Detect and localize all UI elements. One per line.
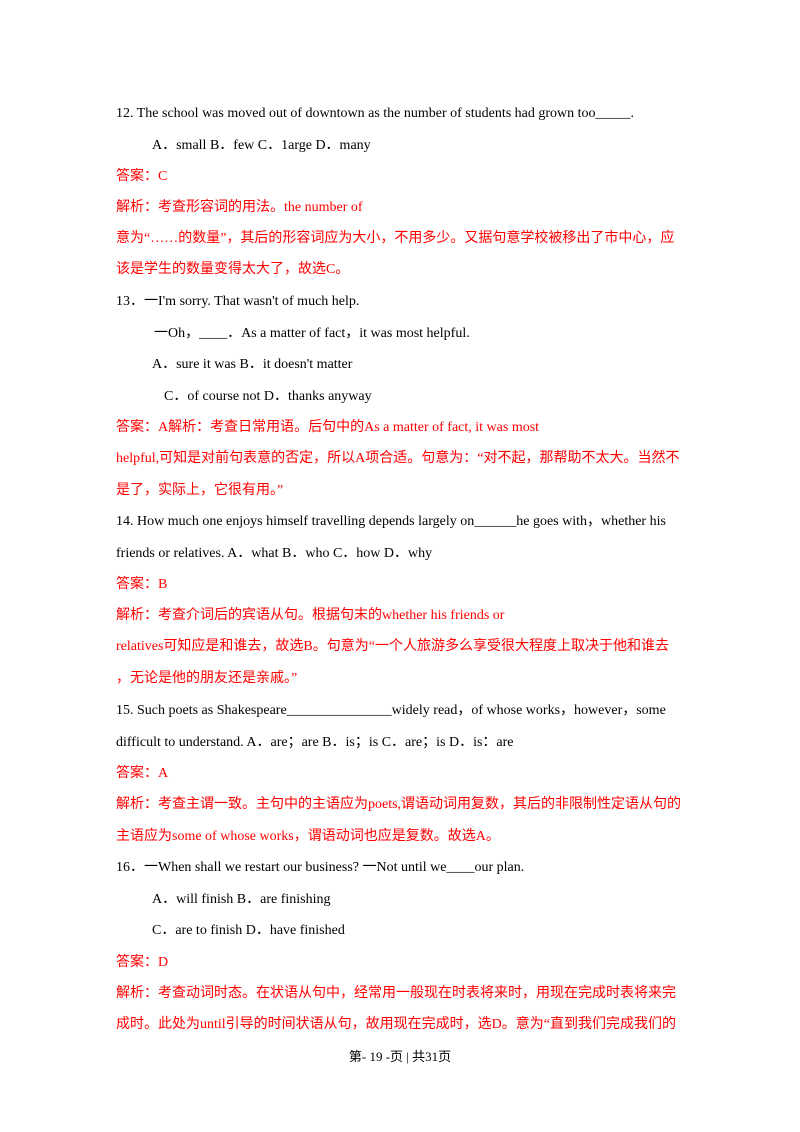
q16-options-1: A．will finish B．are finishing xyxy=(152,892,331,907)
q14-analysis-3: ，无论是他的朋友还是亲戚。” xyxy=(116,671,298,686)
q16-analysis-2: 成时。此处为until引导的时间状语从句，故用现在完成时，选D。意为“直到我们完… xyxy=(116,1017,676,1032)
q13-reply: 一Oh，____．As a matter of fact，it was most… xyxy=(154,326,470,341)
q14-stem-2: friends or relatives. A．what B．who C．how… xyxy=(116,546,433,561)
q14-stem-1: 14. How much one enjoys himself travelli… xyxy=(116,514,666,529)
q15-answer: 答案：A xyxy=(116,766,169,781)
page-footer: 第- 19 -页 | 共31页 xyxy=(348,1049,452,1064)
q16-options-2: C．are to finish D．have finished xyxy=(152,923,345,938)
q12-answer: 答案：C xyxy=(116,169,168,184)
q13-analysis-3: 是了，实际上，它很有用。” xyxy=(116,483,284,498)
q15-stem-2: difficult to understand. A．are；are B．is；… xyxy=(116,735,514,750)
q14-answer: 答案：B xyxy=(116,577,168,592)
q15-stem-1: 15. Such poets as Shakespeare___________… xyxy=(116,703,666,718)
q14-analysis-2: relatives可知应是和谁去，故选B。句意为“一个人旅游多么享受很大程度上取… xyxy=(116,639,669,654)
q12-stem: 12. The school was moved out of downtown… xyxy=(116,106,635,121)
q16-stem: 16．一When shall we restart our business? … xyxy=(116,860,525,875)
q13-options-2: C．of course not D．thanks anyway xyxy=(164,389,372,404)
q15-analysis-2: 主语应为some of whose works，谓语动词也应是复数。故选A。 xyxy=(116,829,500,844)
q14-analysis-1: 解析：考查介词后的宾语从句。根据句末的whether his friends o… xyxy=(116,608,505,623)
q13-options-1: A．sure it was B．it doesn't matter xyxy=(152,357,353,372)
q12-options: A．small B．few C．1arge D．many xyxy=(152,138,371,153)
q12-analysis-2: 意为“……的数量”，其后的形容词应为大小，不用多少。又据句意学校被移出了市中心，… xyxy=(116,231,675,246)
q16-analysis-1: 解析：考查动词时态。在状语从句中，经常用一般现在时表将来时，用现在完成时表将来完 xyxy=(116,986,676,1001)
q13-analysis-2: helpful,可知是对前句表意的否定，所以A项合适。句意为：“对不起，那帮助不… xyxy=(116,451,680,466)
q15-analysis-1: 解析：考查主谓一致。主句中的主语应为poets,谓语动词用复数，其后的非限制性定… xyxy=(116,797,682,812)
q16-answer: 答案：D xyxy=(116,955,169,970)
q12-analysis-3: 该是学生的数量变得太大了，故选C。 xyxy=(116,262,350,277)
q13-analysis-1: 答案：A解析：考查日常用语。后句中的As a matter of fact, i… xyxy=(116,420,540,435)
q13-stem: 13．一I'm sorry. That wasn't of much help. xyxy=(116,294,360,309)
q12-analysis-1: 解析：考查形容词的用法。the number of xyxy=(116,200,363,215)
